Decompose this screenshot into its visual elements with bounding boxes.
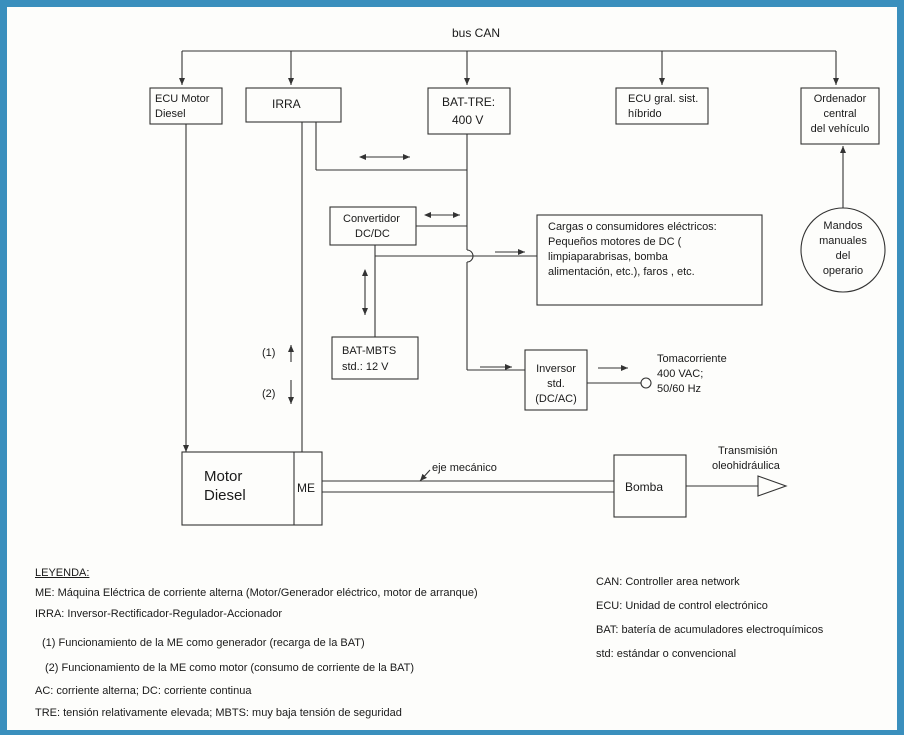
cargas-box bbox=[536, 214, 763, 306]
mandos-label-1: Mandos bbox=[823, 220, 863, 232]
mode-2-label: (2) bbox=[262, 388, 275, 400]
inversor-label-2: std. bbox=[547, 378, 565, 390]
irra-box bbox=[245, 87, 342, 123]
tomacorriente-label-1: Tomacorriente bbox=[657, 353, 727, 365]
bus-label: bus CAN bbox=[452, 26, 500, 40]
inversor-label-3: (DC/AC) bbox=[535, 393, 577, 405]
convertidor-label-1: Convertidor bbox=[343, 213, 400, 225]
ordenador-label-1: Ordenador bbox=[814, 93, 867, 105]
bomba-label: Bomba bbox=[625, 480, 663, 494]
ecu-gral-box bbox=[615, 87, 709, 125]
bat-tre-label-2: 400 V bbox=[452, 113, 483, 127]
mode-1-label: (1) bbox=[262, 347, 275, 359]
me-label: ME bbox=[297, 481, 315, 495]
bat-mbts-label-2: std.: 12 V bbox=[342, 361, 389, 373]
cargas-label-2: Pequeños motores de DC ( bbox=[548, 236, 682, 248]
tomacorriente-label-2: 400 VAC; bbox=[657, 368, 703, 380]
transmision-label-1: Transmisión bbox=[718, 445, 778, 457]
cargas-label-4: alimentación, etc.), faros , etc. bbox=[548, 266, 695, 278]
ordenador-box bbox=[800, 87, 880, 145]
ordenador-label-3: del vehículo bbox=[811, 123, 870, 135]
ecu-motor-label-2: Diesel bbox=[155, 108, 186, 120]
irra-label: IRRA bbox=[272, 97, 301, 111]
shaft-pointer-arrow bbox=[419, 469, 431, 482]
bat-tre-box bbox=[427, 87, 511, 135]
tomacorriente-label-3: 50/60 Hz bbox=[657, 383, 701, 395]
outlet-icon bbox=[640, 377, 652, 389]
inversor-label-1: Inversor bbox=[536, 363, 576, 375]
ordenador-label-2: central bbox=[823, 108, 856, 120]
cargas-label-3: limpiaparabrisas, bomba bbox=[548, 251, 669, 263]
bat-mbts-label-1: BAT-MBTS bbox=[342, 345, 396, 357]
cargas-label-1: Cargas o consumidores eléctricos: bbox=[548, 221, 717, 233]
ecu-motor-label-1: ECU Motor bbox=[155, 93, 210, 105]
eje-label: eje mecánico bbox=[432, 462, 497, 474]
bat-tre-label-1: BAT-TRE: bbox=[442, 95, 495, 109]
mandos-label-4: operario bbox=[823, 265, 863, 277]
motor-diesel-box bbox=[181, 451, 323, 526]
transmision-triangle bbox=[757, 475, 788, 497]
mandos-label-2: manuales bbox=[819, 235, 867, 247]
ecu-gral-label-1: ECU gral. sist. bbox=[628, 93, 698, 105]
convertidor-label-2: DC/DC bbox=[355, 228, 390, 240]
motor-diesel-label-1: Motor bbox=[204, 468, 242, 485]
mandos-label-3: del bbox=[836, 250, 851, 262]
ecu-gral-label-2: híbrido bbox=[628, 108, 662, 120]
inversor-box bbox=[524, 349, 588, 411]
motor-diesel-label-2: Diesel bbox=[204, 487, 246, 504]
transmision-label-2: oleohidráulica bbox=[712, 460, 781, 472]
